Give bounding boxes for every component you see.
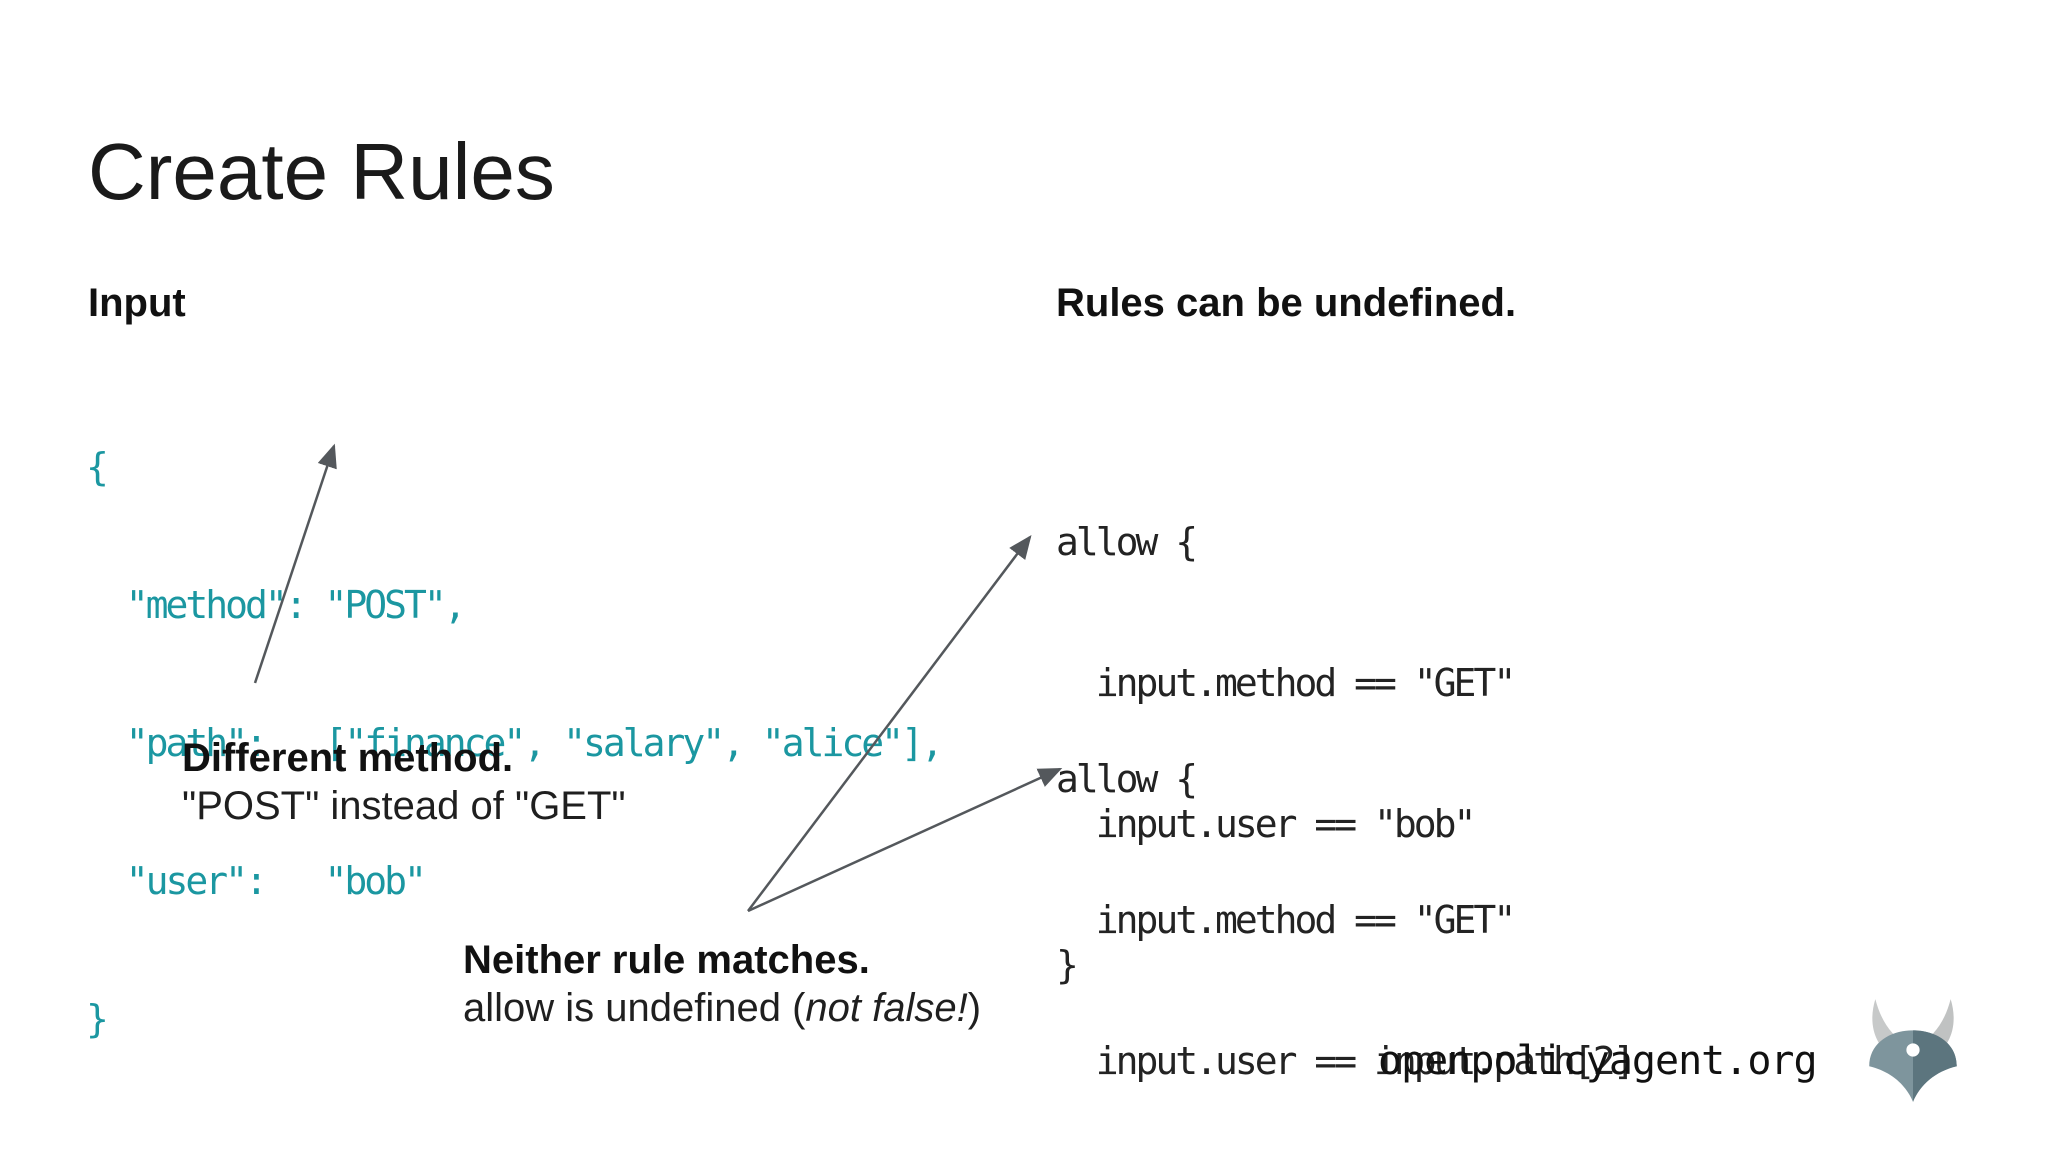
- code-line: input.method == "GET": [1056, 898, 1516, 942]
- annotation-neither-rule: Neither rule matches. allow is undefined…: [463, 936, 981, 1032]
- code-line: allow {: [1056, 757, 1198, 801]
- code-line: input.method == "GET": [1056, 661, 1516, 705]
- annotation-body-suffix: ): [967, 986, 982, 1030]
- footer-site-url: openpolicyagent.org: [1378, 1038, 1818, 1084]
- code-line: allow {: [1056, 520, 1198, 564]
- allow-rule-2-code: allow { input.method == "GET" input.user…: [1056, 662, 1636, 1152]
- logo-eye: [1906, 1043, 1920, 1057]
- opa-logo-icon: [1862, 994, 1964, 1108]
- annotation-body: allow is undefined (not false!): [463, 984, 981, 1032]
- annotation-body: "POST" instead of "GET": [182, 784, 626, 828]
- annotation-heading: Neither rule matches.: [463, 938, 870, 982]
- code-line: }: [86, 997, 109, 1041]
- input-section-heading: Input: [88, 281, 186, 325]
- annotation-body-italic: not false!: [805, 986, 968, 1030]
- logo-helmet-shade: [1913, 1030, 1957, 1102]
- rules-section-heading: Rules can be undefined.: [1056, 281, 1517, 325]
- annotation-heading: Different method.: [182, 736, 514, 780]
- code-line: input.user == input.path[2]: [1056, 1039, 1636, 1083]
- code-line: "user": "bob": [86, 859, 427, 903]
- annotation-different-method: Different method. "POST" instead of "GET…: [182, 734, 626, 830]
- page-title: Create Rules: [88, 127, 555, 216]
- annotation-body-prefix: allow is undefined (: [463, 986, 806, 1030]
- code-line: }: [1056, 943, 1079, 987]
- code-line: input.user == "bob": [1056, 802, 1477, 846]
- allow-rule-1-code: allow { input.method == "GET" input.user…: [1056, 425, 1516, 1083]
- code-line: {: [86, 445, 109, 489]
- code-line: "method": "POST",: [86, 583, 467, 627]
